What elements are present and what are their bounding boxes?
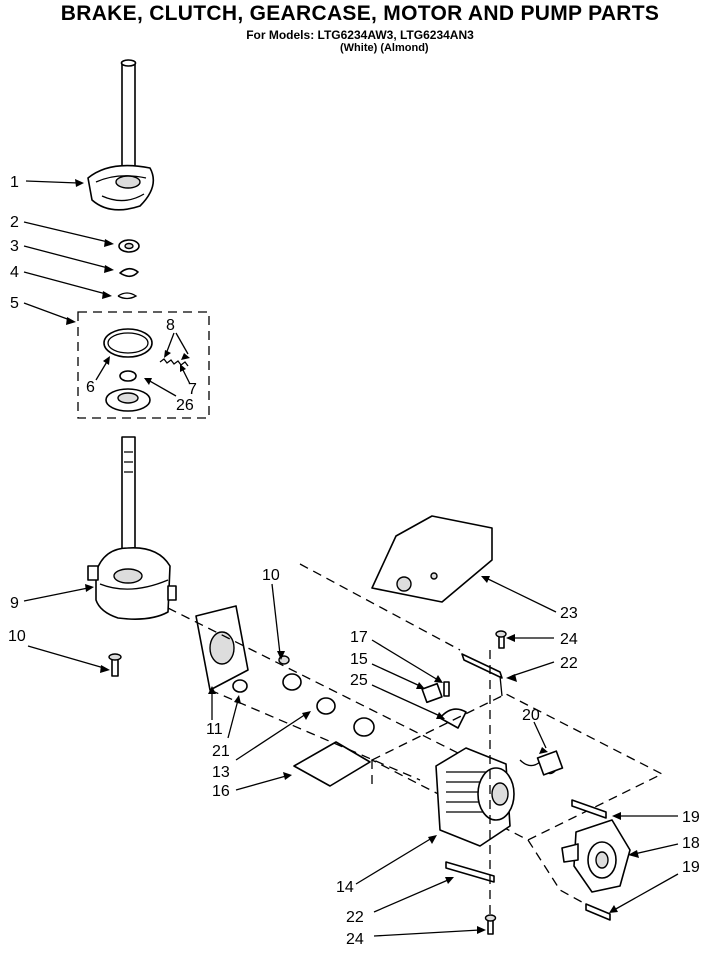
- callout-21: 21: [212, 743, 230, 760]
- callout-23: 23: [560, 605, 578, 622]
- part-26-brake-hub: [105, 370, 151, 412]
- callout-20: 20: [522, 707, 540, 724]
- alignment-line: [209, 689, 421, 781]
- part-18-pump: [561, 819, 631, 893]
- page-title: BRAKE, CLUTCH, GEARCASE, MOTOR AND PUMP …: [60, 2, 660, 25]
- part-20-switch: [536, 750, 564, 776]
- part-9-gearcase: [87, 436, 177, 620]
- callout-24-lower: 24: [346, 931, 364, 948]
- callout-15: 15: [350, 651, 368, 668]
- callout-16: 16: [212, 783, 230, 800]
- part-22-bracket-upper: [461, 653, 503, 697]
- models-line: For Models: LTG6234AW3, LTG6234AN3: [246, 28, 474, 42]
- callout-19-upper: 19: [682, 809, 700, 826]
- callout-25: 25: [350, 672, 368, 689]
- callout-6: 6: [86, 379, 95, 396]
- part-1-brake-cam: [87, 59, 155, 211]
- callout-22-lower: 22: [346, 909, 364, 926]
- part-24-screw-lower: [484, 914, 497, 935]
- part-2-washer: [118, 239, 140, 253]
- callout-26: 26: [176, 397, 194, 414]
- part-10-screw: [108, 653, 122, 677]
- part-14-motor: [435, 747, 557, 847]
- callout-13: 13: [212, 764, 230, 781]
- part-11-coupler: [195, 605, 249, 691]
- part-8-spring: [159, 358, 189, 367]
- callout-2: 2: [10, 214, 19, 231]
- part-21-bushing: [232, 679, 248, 693]
- callout-24-upper: 24: [560, 631, 578, 648]
- callout-14: 14: [336, 879, 354, 896]
- part-13-coupling-disc: [282, 673, 375, 737]
- callout-7: 7: [188, 381, 197, 398]
- callout-17: 17: [350, 629, 368, 646]
- callout-9: 9: [10, 595, 19, 612]
- part-24-screw-upper: [495, 630, 507, 649]
- callout-3: 3: [10, 238, 19, 255]
- colors-line: (White) (Almond): [340, 42, 429, 54]
- part-25-clamp: [439, 708, 467, 729]
- part-6-brake-band: [103, 328, 153, 358]
- callout-10-right: 10: [262, 567, 280, 584]
- callout-5: 5: [10, 295, 19, 312]
- callout-22-upper: 22: [560, 655, 578, 672]
- callout-1: 1: [10, 174, 19, 191]
- part-5-brake-assembly-box: [77, 311, 210, 419]
- alignment-line: [371, 760, 601, 913]
- part-23-shield: [371, 515, 493, 603]
- alignment-line: [299, 563, 461, 651]
- callout-4: 4: [10, 264, 19, 281]
- callout-18: 18: [682, 835, 700, 852]
- callout-10-left: 10: [8, 628, 26, 645]
- callout-11: 11: [206, 721, 223, 738]
- part-17-screw: [443, 681, 450, 697]
- part-4-clip: [117, 292, 138, 300]
- alignment-line: [167, 607, 461, 755]
- part-3-ring: [119, 267, 139, 278]
- callout-8: 8: [166, 317, 175, 334]
- part-16-gasket: [293, 741, 371, 787]
- part-15-capacitor: [421, 682, 443, 704]
- leader-lines: [23, 179, 679, 937]
- part-22-bracket-lower: [445, 861, 495, 883]
- part-19-clip-lower: [585, 903, 611, 921]
- part-19-clip-upper: [571, 799, 607, 819]
- callout-19-lower: 19: [682, 859, 700, 876]
